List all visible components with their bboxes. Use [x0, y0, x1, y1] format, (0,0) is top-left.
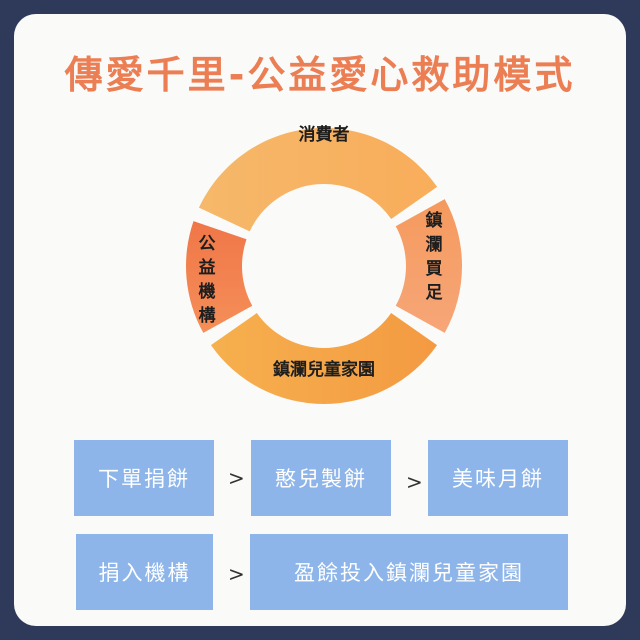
segment-dajia-purchase: [395, 199, 462, 333]
flow-step-label: 憨兒製餅: [275, 467, 367, 491]
flow-arrow: >: [228, 466, 245, 490]
page-title: 傳愛千里-公益愛心救助模式: [64, 53, 576, 97]
segment-label-bottom: 鎮瀾兒童家園: [273, 359, 375, 380]
cycle-diagram: 消費者 鎮瀾兒童家園 鎮瀾買足 公益機構: [186, 124, 462, 404]
flow-arrow: >: [406, 470, 423, 494]
flow-step-label: 美味月餅: [452, 467, 544, 491]
flow-arrow: >: [228, 562, 245, 586]
flow-step-donate-org: 捐入機構: [76, 534, 213, 610]
segment-label-right: 鎮瀾買足: [426, 210, 443, 303]
card: 傳愛千里-公益愛心救助模式 消費者 鎮瀾兒童家園: [14, 14, 626, 626]
flow-step-order-donate: 下單捐餅: [74, 440, 214, 516]
segment-consumer: [198, 128, 438, 232]
segment-charity-org: [186, 221, 253, 333]
flow-step-surplus-children-home: 盈餘投入鎮瀾兒童家園: [250, 534, 568, 610]
flow-step-make-cakes: 憨兒製餅: [251, 440, 391, 516]
flow-step-label: 下單捐餅: [98, 467, 190, 491]
flow-step-mooncakes: 美味月餅: [428, 440, 568, 516]
segment-label-left: 公益機構: [199, 234, 216, 326]
segment-label-top: 消費者: [299, 124, 350, 145]
flow-step-label: 捐入機構: [98, 561, 191, 585]
segment-children-home: [210, 313, 438, 404]
flow-step-label: 盈餘投入鎮瀾兒童家園: [294, 561, 524, 585]
